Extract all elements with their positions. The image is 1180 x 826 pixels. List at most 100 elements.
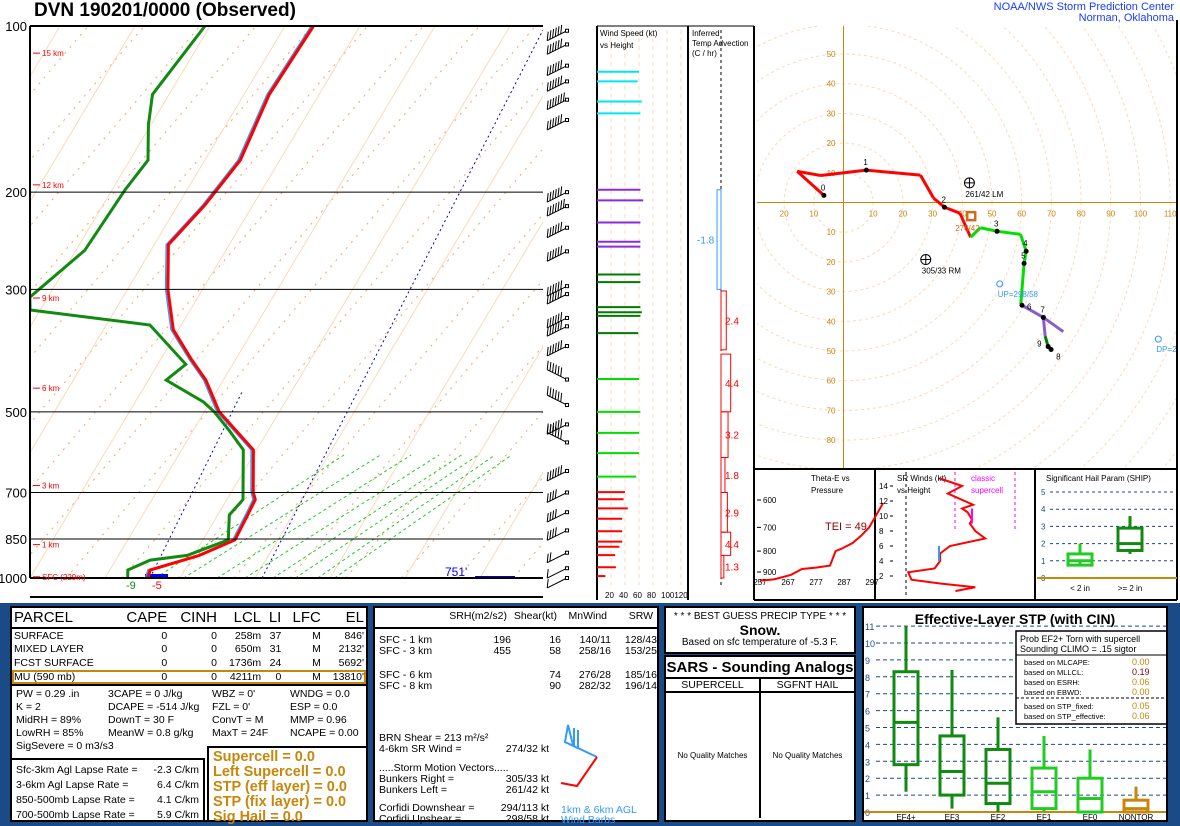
dry-adiabat [555,26,885,578]
prob-value: 0.19 [1132,667,1150,677]
barb-flag [549,30,552,40]
theta-e-profile [759,502,885,582]
barb-flag [560,38,563,48]
barb-flag [554,290,557,301]
index-value: 3CAPE = 0 J/kg [108,688,183,700]
wind-barb [546,566,569,579]
barb-flag [549,317,552,327]
barb-flag [557,321,560,331]
ship-category: < 2 in [1070,584,1090,593]
ring-label: 60 [1017,210,1026,219]
barb-flag [554,116,557,126]
hodograph-segment [1019,263,1026,305]
sounding-graphics: 1002003005007008501000-30-20-10010203040… [0,19,1178,603]
index-value: PW = 0.29 .in [16,688,80,700]
height-label: 6 [879,542,884,551]
barb-flag [549,361,552,372]
pressure-label: 850 [5,532,27,547]
barb-station [565,324,569,329]
advection-title: Inferred [692,29,720,38]
barb-flag [549,99,552,109]
pressure-label: 500 [5,405,27,420]
stp-category: NONTOR [1119,813,1154,820]
ship-y-label: 5 [1041,488,1046,497]
barb-station [565,377,569,382]
barb-staff [546,293,568,305]
sr-wind-46: 4-6km SR Wind =274/32 kt [379,744,549,755]
parcel-cell: 0 [161,657,168,669]
height-label: 4 [879,557,884,566]
barb-station [565,315,569,320]
ship-y-label: 2 [1041,540,1046,549]
barb-flag [552,97,555,107]
parcel-cell: 0 [211,657,217,669]
barb-staff [546,577,568,589]
kinematics-cell: 58 [549,645,561,657]
box [1122,798,1150,814]
label: 700-500mb Lapse Rate = [16,809,135,821]
km-label: 4 [1023,239,1028,248]
barb-flag [554,509,557,519]
stp-y-label: 8 [865,673,870,683]
barb-flag [554,323,557,333]
barb-station [565,292,569,297]
barb-flag [546,228,549,238]
ring-label: 100 [1134,210,1148,219]
advection-bar [720,290,727,351]
parcel-cell: FCST SURFACE [14,657,94,669]
hodograph-segment [820,168,867,177]
barb-flag [549,65,552,75]
temp-axis-label: 50 [532,600,546,603]
barb-station [565,422,569,427]
barb-flag [549,470,552,480]
ship-title: Significant Hail Param (SHIP) [1046,474,1151,483]
barb-flag [554,62,557,72]
ship-y-label: 4 [1041,505,1046,514]
corfidi-downshear: Corfidi Downshear =294/113 kt [379,803,549,814]
prob-label: based on EBWD: [1024,688,1082,697]
barb-flag [562,198,565,208]
kinematics-cell: 196/14 [624,680,657,692]
km-marker [941,204,947,210]
stp-y-label: 7 [865,690,870,700]
index-value: ConvT = M [212,714,264,726]
parcel-cell: 37 [269,629,282,642]
speed-axis-label: 100120 [661,591,688,600]
wind-barb [546,576,569,589]
col-header: CINH [169,608,219,629]
label: Bunkers Left = [379,784,447,796]
barb-flag [557,26,560,36]
brn-shear: BRN Shear = 213 m²/s² [379,733,549,744]
temp-axis-label: -30 [83,600,102,603]
stp-box [892,626,920,792]
advection-value: 2.9 [725,508,739,519]
barb-staff [546,325,568,337]
barb-flag [552,42,555,52]
barb-flag [552,190,555,200]
barb-flag [560,93,563,103]
kinematics-cell: 153/25 [624,645,657,657]
dry-adiabat [30,26,136,203]
hail-matches: No Quality Matches [772,751,843,760]
barb-flag [554,364,557,374]
barb-flag [546,45,549,55]
theta-axis-label: 267 [781,578,795,587]
barb-station [565,576,569,580]
speed-axis-label: 80 [647,591,656,600]
kinematics-cell: 74 [549,669,561,681]
lapse-rate-row: Sfc-3km Agl Lapse Rate =-2.3 C/km [16,763,199,778]
barb-staff [546,567,568,579]
index-value: WNDG = 0.0 [290,688,350,700]
ring-label: 60 [827,377,836,386]
stp-box [938,670,966,809]
barb-flag [557,428,560,438]
stp-box [1122,786,1150,814]
hodograph: 1020304050607080901001102010102030405010… [754,20,1178,601]
barb-flag [554,248,557,258]
barb-flag [560,418,563,428]
